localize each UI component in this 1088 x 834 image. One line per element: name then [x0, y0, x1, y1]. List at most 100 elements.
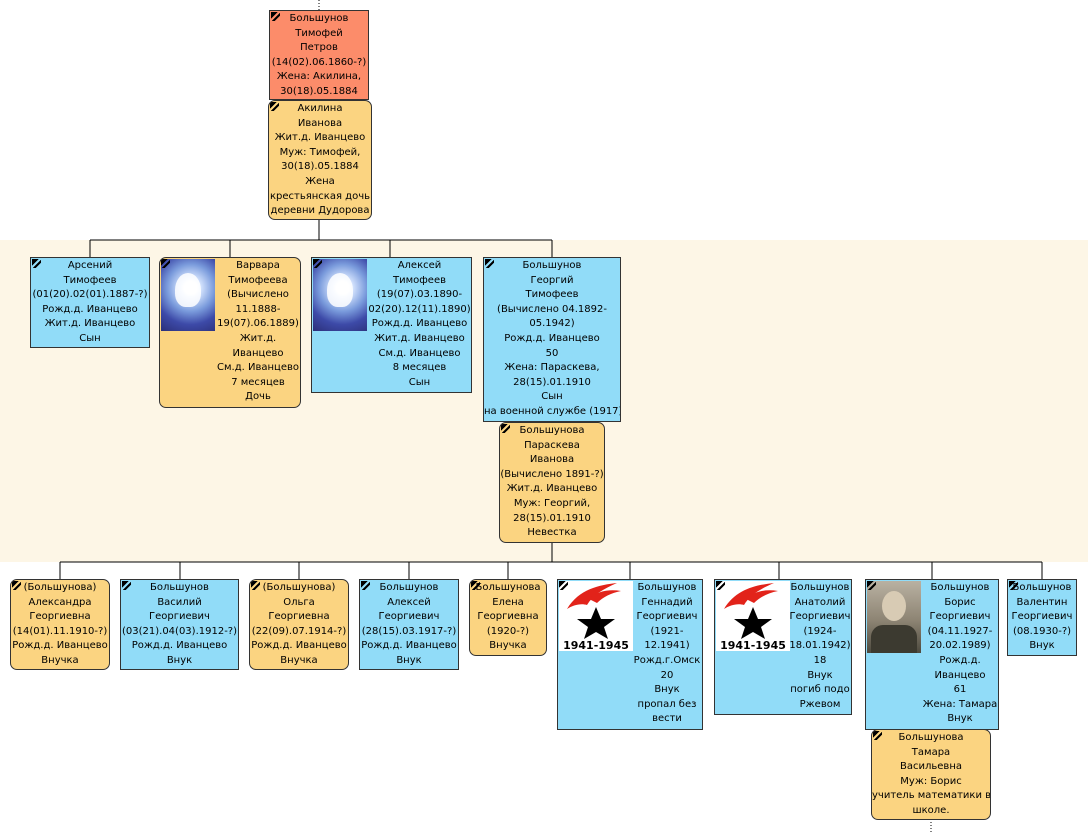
person-text-line: Рожд.д. Иванцево — [11, 639, 109, 654]
person-text-line: Жит.д. Иванцево — [31, 317, 149, 332]
mourning-ribbon-icon — [471, 581, 480, 590]
person-text-line: Жит.д. — [216, 332, 300, 347]
person-text-line: (Большунова) — [250, 581, 348, 596]
person-text-line: 50 — [484, 347, 620, 362]
person-text-line: Георгиевич — [1008, 610, 1076, 625]
person-text-line: Василий — [121, 596, 238, 611]
person-text-line: (Вычислено — [216, 288, 300, 303]
person-text-line: Жена: Акилина, — [270, 70, 368, 85]
person-lines: АрсенийТимофеев(01(20).02(01).1887-?)Рож… — [31, 259, 149, 347]
person-text-line: Иванова — [269, 117, 371, 132]
person-text-line: Алексей — [368, 259, 471, 274]
person-text-line: Тимофеев — [31, 274, 149, 289]
person-text-line: Васильевна — [872, 760, 990, 775]
person-text-line: Сын — [368, 376, 471, 391]
person-text-line: Геннадий — [632, 596, 702, 611]
person-text-line: (01(20).02(01).1887-?) — [31, 288, 149, 303]
mourning-ribbon-icon — [122, 581, 131, 590]
person-text-line: Муж: Тимофей, — [269, 146, 371, 161]
person-text-line: Ржевом — [789, 698, 851, 713]
person-text-line: Алексей — [360, 596, 458, 611]
person-text-line: Дочь — [216, 390, 300, 405]
eternal-flame-1941-1945-image: 1941-1945 — [559, 581, 633, 651]
person-text-line: 02(20).12(11).1890) — [368, 303, 471, 318]
person-text-line: 7 месяцев — [216, 376, 300, 391]
person-text-line: Жит.д. Иванцево — [500, 482, 604, 497]
person-text-line: Большунов — [484, 259, 620, 274]
person-text-line: Большунова — [470, 581, 546, 596]
person-text-line: 30(18).05.1884 — [269, 160, 371, 175]
person-text-line: Жит.д. Иванцево — [269, 131, 371, 146]
person-text-line: Жена: Тамара — [922, 698, 998, 713]
person-text-line: (Вычислено 04.1892- — [484, 303, 620, 318]
person-text-line: Внук — [789, 669, 851, 684]
person-text-line: Большунов — [1008, 581, 1076, 596]
person-text-line: Рожд.д. Иванцево — [360, 639, 458, 654]
mourning-ribbon-icon — [873, 731, 882, 740]
person-text-line: Тамара — [872, 746, 990, 761]
person-text-line: (14(01).11.1910-?) — [11, 625, 109, 640]
person-text-line: Внучка — [250, 654, 348, 669]
person-text-line: Сын — [484, 390, 620, 405]
person-lines: АкилинаИвановаЖит.д. ИванцевоМуж: Тимофе… — [269, 102, 371, 219]
person-text-line: 11.1888- — [216, 303, 300, 318]
person-text-line: Иванцево — [922, 669, 998, 684]
person-text-line: Рожд.д. — [922, 654, 998, 669]
person-text-line: Сын — [31, 332, 149, 347]
person-text-line: Иванова — [500, 453, 604, 468]
person-text-line: Петров — [270, 41, 368, 56]
person-text-line: вести — [632, 712, 702, 727]
person-text-line: (19(07).03.1890- — [368, 288, 471, 303]
person-text-line: Большунов — [360, 581, 458, 596]
person-text-line: (14(02).06.1860-?) — [270, 56, 368, 71]
person-text-line: Тимофеева — [216, 274, 300, 289]
person-text-line: 8 месяцев — [368, 361, 471, 376]
person-text-line: 28(15).01.1910 — [484, 376, 620, 391]
person-text-line: Ольга — [250, 596, 348, 611]
mourning-ribbon-icon — [559, 581, 568, 590]
person-text-line: (28(15).03.1917-?) — [360, 625, 458, 640]
person-text-line: Внук — [922, 712, 998, 727]
mourning-ribbon-icon — [270, 102, 279, 111]
angel-image — [161, 259, 215, 331]
mourning-ribbon-icon — [161, 259, 170, 268]
person-text-line: (1920-?) — [470, 625, 546, 640]
person-text-line: Большунова — [872, 731, 990, 746]
mourning-ribbon-icon — [12, 581, 21, 590]
person-text-line: Рожд.д. Иванцево — [121, 639, 238, 654]
person-text-line: Внук — [121, 654, 238, 669]
person-text-line: Рожд.д. Иванцево — [250, 639, 348, 654]
person-text-line: Большунов — [922, 581, 998, 596]
person-text-line: Большунов — [632, 581, 702, 596]
person-text-line: Валентин — [1008, 596, 1076, 611]
person-lines: БольшуноваТамараВасильевнаМуж: Борисучит… — [872, 731, 990, 819]
person-text-line: 12.1941) — [632, 639, 702, 654]
person-text-line: 18 — [789, 654, 851, 669]
person-text-line: Большунов — [270, 12, 368, 27]
person-text-line: Большунов — [121, 581, 238, 596]
